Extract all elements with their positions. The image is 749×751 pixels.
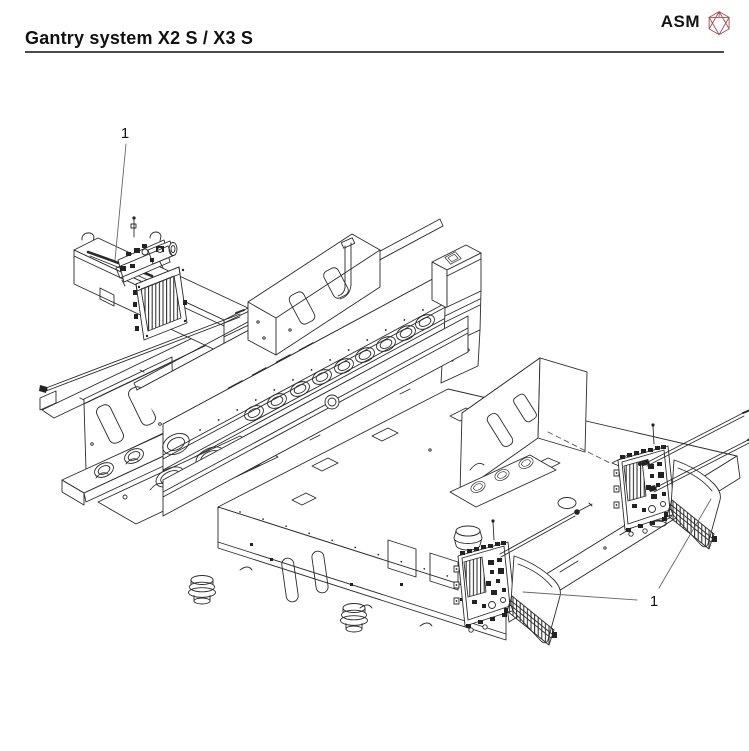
callout-1-lower: 1	[650, 593, 658, 610]
machine-feet	[188, 498, 672, 633]
front-left-wall	[217, 506, 507, 641]
page-title: Gantry system X2 S / X3 S	[25, 28, 254, 48]
brand-logo: ASM	[661, 6, 735, 42]
gem-hexagon-icon	[708, 11, 730, 36]
rear-wall	[247, 233, 381, 356]
alignment-dash-line	[547, 431, 611, 464]
bellows-foot	[453, 525, 483, 551]
gantry-diagram: 1 1	[39, 125, 749, 646]
right-support-frame	[449, 357, 588, 508]
upper-ballscrew-rod	[39, 309, 245, 393]
base-band	[162, 315, 469, 517]
beam-end-tower	[431, 244, 482, 384]
figure-area: 1 1	[0, 60, 749, 751]
ballscrew-rods	[499, 409, 749, 558]
callout-1-upper: 1	[121, 125, 129, 142]
callout-leaders	[114, 143, 712, 601]
upper-carriage-assembly	[86, 216, 188, 341]
title-rule	[25, 51, 724, 53]
asm-wordmark: ASM	[660, 12, 700, 31]
